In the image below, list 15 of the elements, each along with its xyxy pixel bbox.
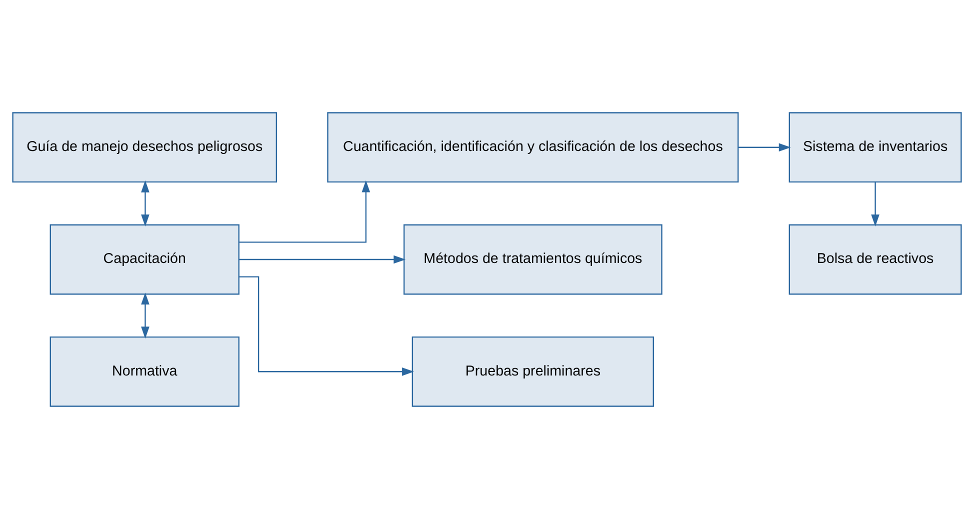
node-box: Cuantificación, identificación y clasificación de los desechos	[327, 112, 739, 182]
node-box: Normativa	[50, 336, 240, 406]
node-box: Bolsa de reactivos	[788, 224, 962, 294]
node-box: Pruebas preliminares	[412, 336, 654, 406]
arrow	[141, 180, 150, 226]
node-box: Métodos de tratamientos químicos	[404, 224, 662, 294]
arrow	[239, 254, 406, 264]
arrow	[239, 180, 370, 242]
arrow	[141, 292, 150, 338]
arrow	[871, 182, 880, 226]
arrow	[738, 142, 791, 152]
node-box: Capacitación	[50, 224, 240, 294]
arrow	[239, 276, 414, 376]
node-box: Guía de manejo desechos peligrosos	[12, 112, 278, 182]
node-box: Sistema de inventarios	[788, 112, 962, 182]
